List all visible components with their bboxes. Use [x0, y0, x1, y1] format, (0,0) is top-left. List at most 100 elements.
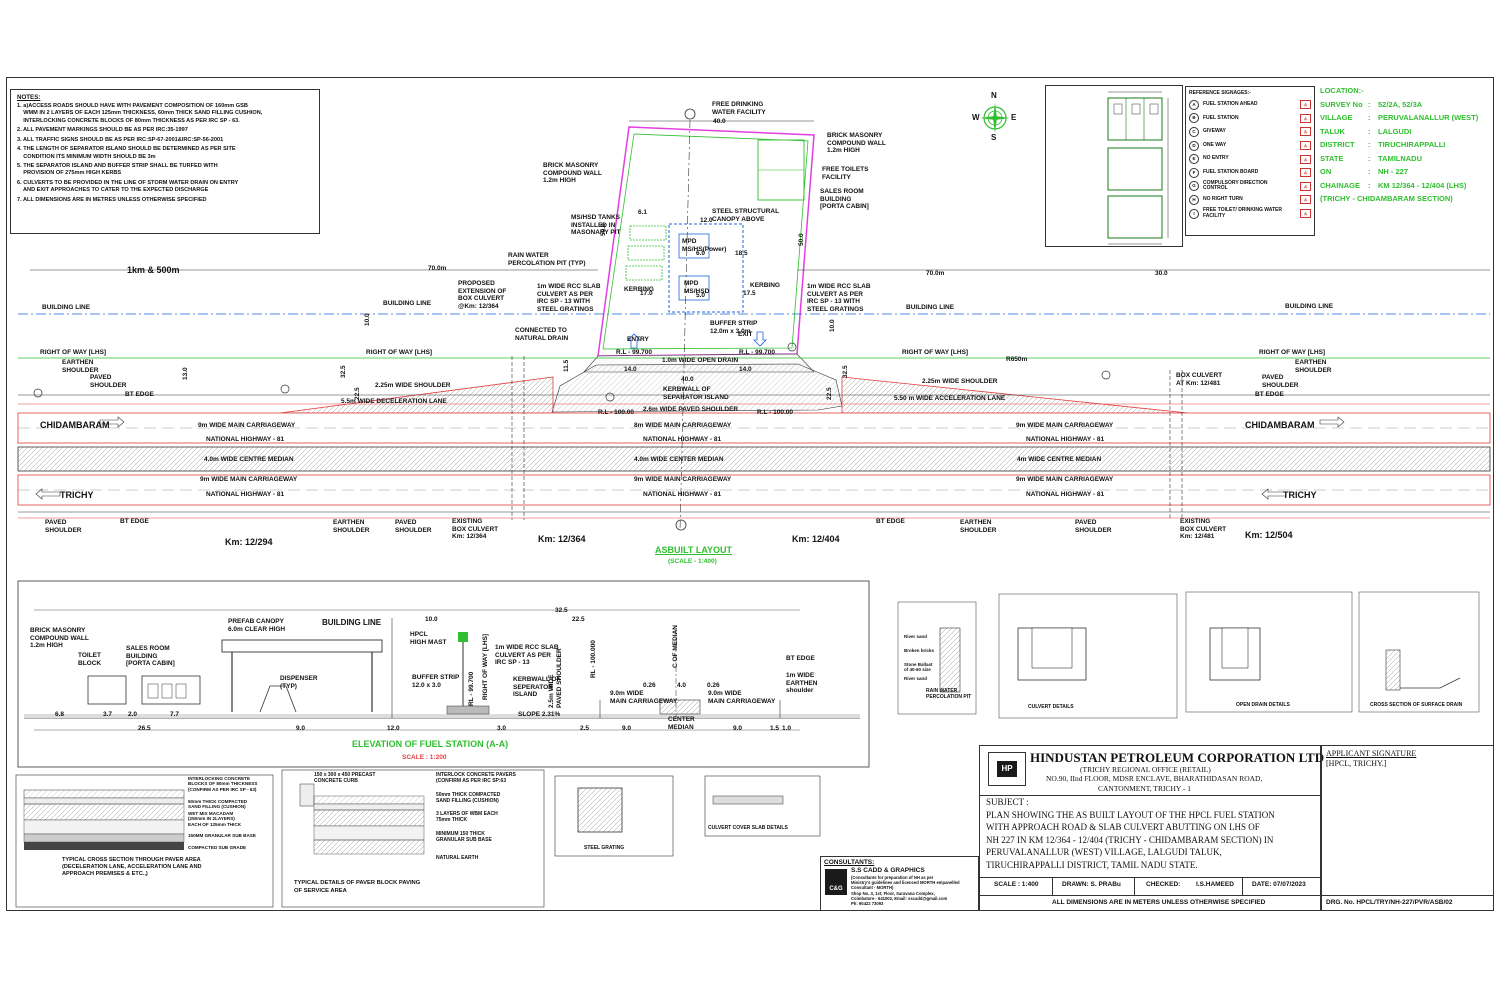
elev-dim-225: 22.5	[572, 616, 585, 623]
dim-10-b: 10.0	[829, 319, 836, 332]
paved-shoulder-label-3: PAVED SHOULDER	[45, 519, 82, 534]
location-v: PERUVALANALLUR (WEST)	[1378, 113, 1479, 122]
rain-layer-label: River sand	[904, 676, 928, 681]
culvert-cover-title: CULVERT COVER SLAB DETAILS	[708, 825, 788, 831]
km-label-1: Km: 12/294	[225, 537, 273, 547]
decel-lane-label: 5.5m WIDE DECELERATION LANE	[341, 398, 447, 405]
elev-dim-9-a: 9.0	[296, 725, 306, 732]
paving-layer-label: 150 x 300 x 450 PRECAST CONCRETE CURB	[314, 772, 376, 784]
elev-carriage-2-label: 9.0m WIDE MAIN CARRIAGEWAY	[708, 690, 776, 705]
subject-line: TIRUCHIRAPPALLI DISTRICT, TAMIL NADU STA…	[986, 859, 1198, 870]
elev-dim-325: 32.5	[555, 607, 568, 614]
nh-label-1: NATIONAL HIGHWAY - 81	[206, 436, 285, 443]
dim-115: 11.5	[563, 359, 570, 372]
elev-dim-20: 2.0	[128, 711, 138, 718]
existing-culvert-label-2: EXISTING BOX CULVERT Km: 12/481	[1180, 518, 1227, 540]
location-row: ON:NH - 227	[1320, 165, 1492, 179]
nh-label-6: NATIONAL HIGHWAY - 81	[1026, 491, 1105, 498]
sign-icon: ⚠	[1300, 154, 1311, 164]
dim-17: 17.0	[640, 290, 653, 297]
row-label-4: RIGHT OF WAY [LHS]	[1259, 349, 1326, 356]
dim-40-b: 40.0	[681, 376, 694, 383]
tb-date: DATE: 07/07/2023	[1252, 881, 1306, 888]
elev-toilet-block	[87, 675, 127, 705]
chidambaram-label-left: CHIDAMBARAM	[40, 420, 110, 430]
note-item: 5. THE SEPARATOR ISLAND AND BUFFER STRIP…	[17, 163, 218, 170]
building-line-label-1: BUILDING LINE	[42, 304, 91, 311]
elev-kerb-label: KERBWALL OF SEPERATOR ISLAND	[513, 676, 561, 698]
rain-layer-label: Broken bricks	[904, 648, 935, 653]
signature-box: APPLICANT SIGNATURE [HPCL, TRICHY.] DRG.…	[1321, 745, 1494, 911]
location-heading: LOCATION:-	[1320, 86, 1364, 95]
bt-edge-label-4: BT EDGE	[876, 518, 905, 525]
title-block: HP HINDUSTAN PETROLEUM CORPORATION LTD (…	[979, 745, 1325, 911]
shoulder-label-right: 2.25m WIDE SHOULDER	[922, 378, 998, 385]
paver-layer-label: INTERLOCKING CONCRETE BLOCKS OF 80mm THI…	[188, 776, 258, 792]
location-k: CHAINAGE	[1320, 180, 1361, 190]
nh-label-4: NATIONAL HIGHWAY - 81	[206, 491, 285, 498]
subject-line: WITH APPROACH ROAD & SLAB CULVERT ABUTTI…	[986, 822, 1260, 833]
consultant-desc: (Consultants for preparation of NH as pe…	[851, 875, 960, 890]
rain-layer-label: Stone Ballast of 40-60 size	[904, 662, 933, 672]
paver-layer-label: 50mm THICK COMPACTED SAND FILLING (CUSHI…	[188, 799, 248, 810]
elev-canopy-label: PREFAB CANOPY 6.0m CLEAR HIGH	[228, 618, 286, 633]
note-item: 2. ALL PAVEMENT MARKINGS SHOULD BE AS PE…	[17, 127, 188, 134]
elev-dim-12: 12.0	[387, 725, 400, 732]
tb-scale: SCALE : 1:400	[994, 881, 1039, 888]
dim-13: 13.0	[182, 367, 189, 380]
dim-40: 40.0	[713, 118, 726, 125]
tank-1	[629, 225, 667, 241]
rl-4-label: R.L - 100.00	[757, 409, 794, 416]
canopy-outline	[668, 223, 744, 313]
dim-14-a: 14.0	[624, 366, 637, 373]
building-line-label-2: BUILDING LINE	[383, 300, 432, 307]
location-v: KM 12/364 - 12/404 (LHS)	[1378, 180, 1467, 190]
compass-e: E	[1011, 113, 1017, 122]
signage-id: H	[1189, 194, 1199, 205]
dim-325-b: 32.5	[842, 365, 849, 378]
elev-dim-37: 3.7	[103, 711, 113, 718]
location-c: :	[1368, 140, 1371, 149]
carriageway-label-3: 9m WIDE MAIN CARRIAGEWAY	[1016, 422, 1114, 429]
location-section: (TRICHY - CHIDAMBARAM SECTION)	[1320, 194, 1453, 203]
elev-dim-3: 3.0	[497, 725, 507, 732]
paved-shoulder-plan-label: 2.6m WIDE PAVED SHOULDER	[643, 406, 739, 413]
dim-50-b: 50.0	[798, 233, 805, 246]
company-name: HINDUSTAN PETROLEUM CORPORATION LTD	[1030, 750, 1325, 765]
sign-icon: ⚠	[1300, 100, 1311, 110]
paving-layer-label: MINIMUM 150 THICK GRANULAR SUB BASE	[436, 831, 492, 843]
location-v: LALGUDI	[1378, 126, 1412, 136]
tb-footer: ALL DIMENSIONS ARE IN METERS UNLESS OTHE…	[1052, 899, 1266, 906]
open-drain-label: 1.0m WIDE OPEN DRAIN	[662, 357, 739, 364]
paved-shoulder-label-4: PAVED SHOULDER	[395, 519, 432, 534]
subject-line: PLAN SHOWING THE AS BUILT LAYOUT OF THE …	[986, 810, 1275, 820]
mpd-1	[678, 233, 710, 259]
signage-id: B	[1189, 113, 1199, 124]
signage-label: COMPULSORY DIRECTION CONTROL	[1203, 179, 1268, 192]
elevation-scale: SCALE : 1:200	[402, 754, 447, 761]
sign-icon: ⚠	[1300, 141, 1311, 151]
paved-shoulder-label-1: PAVED SHOULDER	[90, 374, 127, 389]
dim-50-a: 50.0	[600, 223, 607, 236]
centre-median	[17, 446, 1491, 472]
elev-earthen-label: 1m WIDE EARTHEN shoulder	[786, 672, 818, 694]
elev-dim-026-a: 0.26	[643, 682, 656, 689]
elev-dim-265: 26.5	[138, 725, 151, 732]
r650-label: R650m	[1006, 356, 1028, 363]
signage-id: I	[1189, 208, 1199, 219]
earthen-shoulder-label-4: EARTHEN SHOULDER	[960, 519, 997, 534]
mpd-2-label: MPD MS/HSD	[684, 280, 710, 295]
kerbwall-label: KERBWALL OF SEPARATOR ISLAND	[663, 386, 729, 401]
km-label-2: Km: 12/364	[538, 534, 586, 544]
approach-hatched-area	[551, 363, 843, 413]
tb-checker: I.S.HAMEED	[1196, 881, 1234, 888]
elev-sales-room	[141, 675, 201, 705]
paving-layer-label: 50mm THICK COMPACTED SAND FILLING (CUSHI…	[436, 792, 501, 804]
consultant-logo-text: C&G	[829, 886, 843, 892]
mpd-1-label: MPD MS/HS(Power)	[682, 238, 727, 253]
location-v: TAMILNADU	[1378, 153, 1423, 163]
